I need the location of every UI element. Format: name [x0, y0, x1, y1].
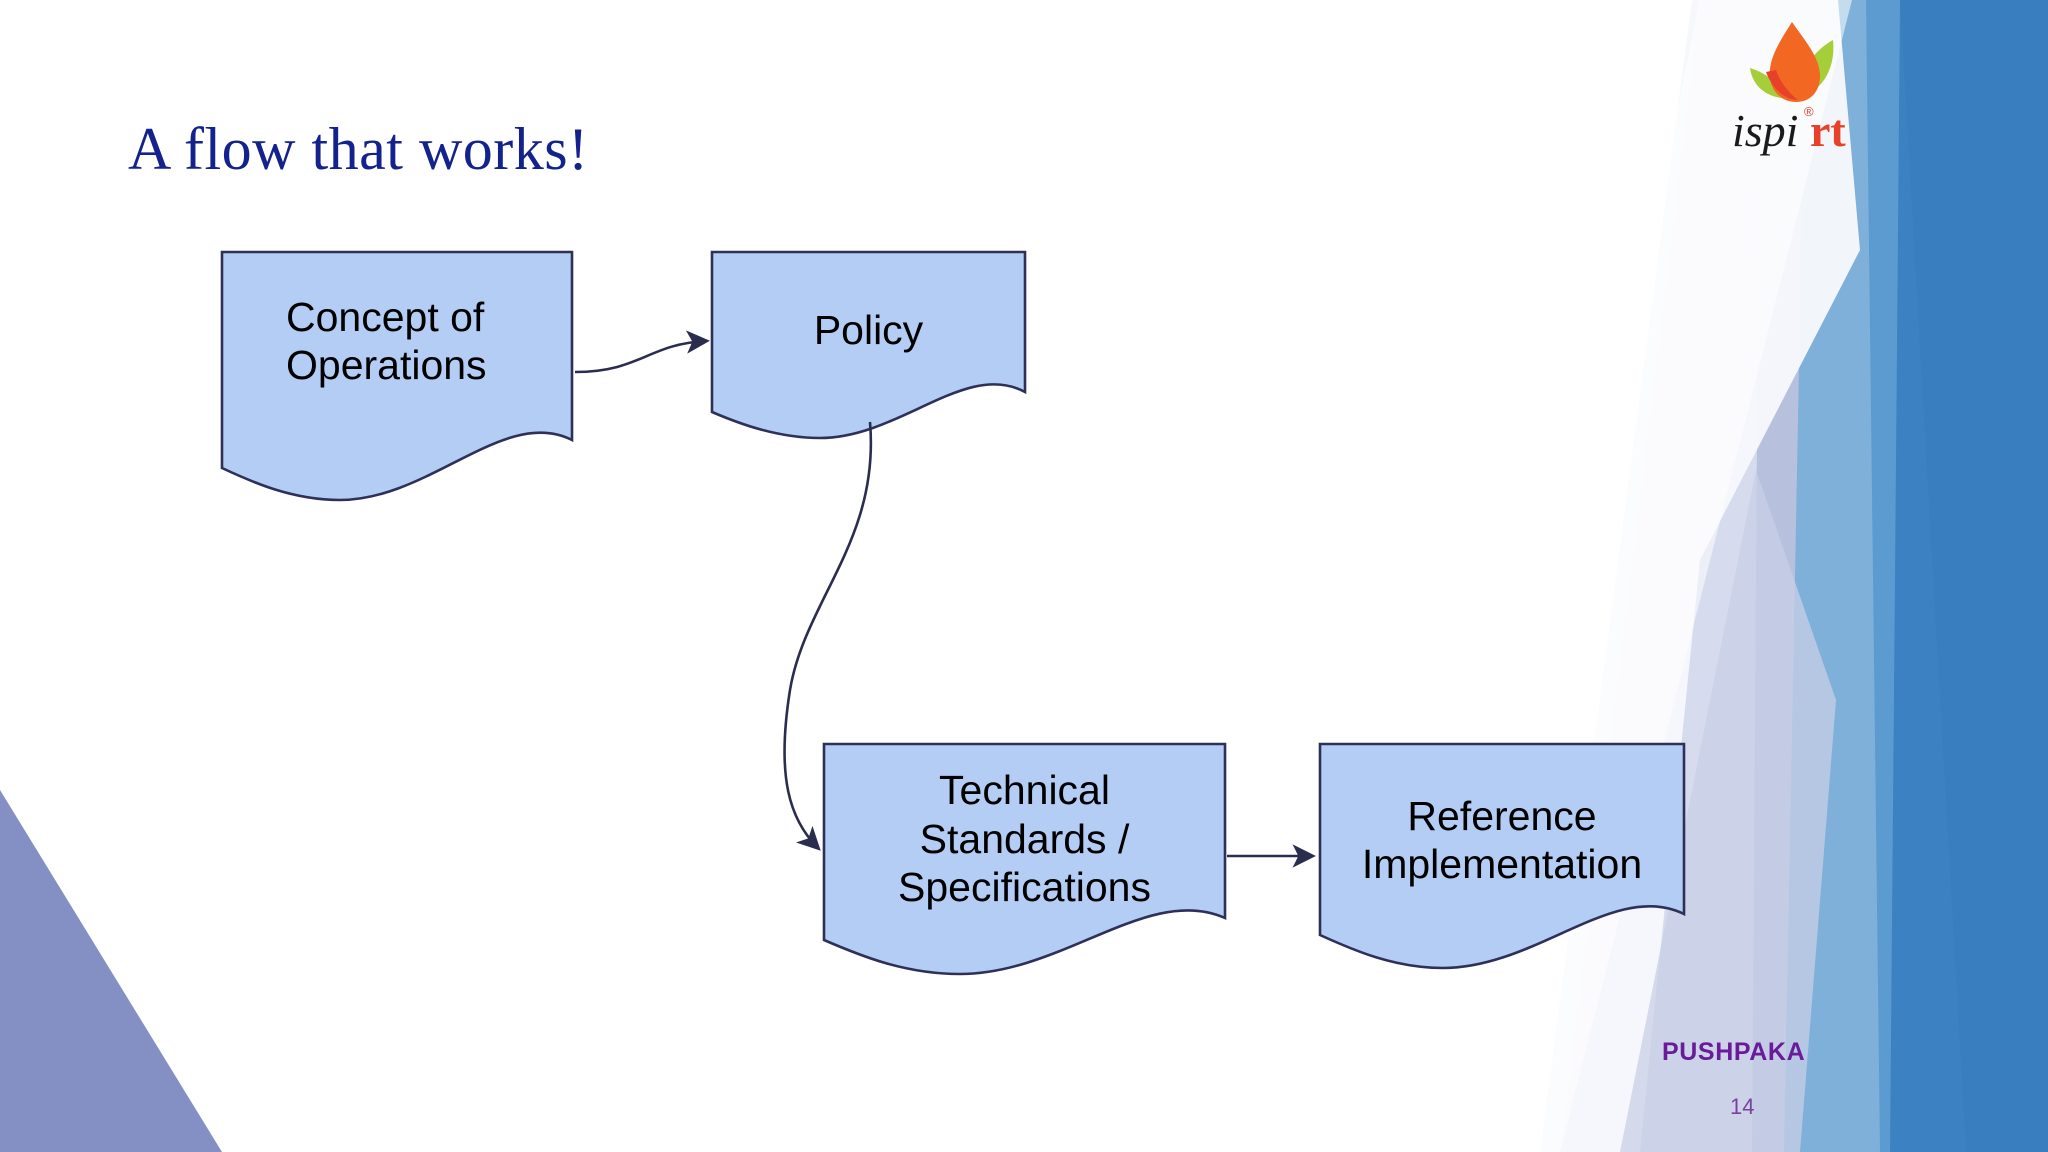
node-label-tech-line1: Technical: [939, 767, 1110, 814]
ispirt-wordmark-accent: rt: [1810, 105, 1846, 156]
node-label-policy-line1: Policy: [813, 306, 924, 353]
node-label-tech: Technical Standards / Specifications: [824, 754, 1225, 924]
node-label-refimpl: Reference Implementation: [1320, 780, 1684, 900]
node-refimpl[interactable]: [1318, 742, 1686, 970]
page-number: 14: [1730, 1094, 1755, 1119]
node-label-conops-line2: Operations: [286, 342, 487, 388]
node-tech[interactable]: [822, 742, 1227, 976]
ispirt-logo-mark: [1750, 22, 1834, 102]
ispirt-wordmark: ispi rt ®: [1726, 102, 1896, 160]
footer-brand-label: PUSHPAKA: [1662, 1038, 1806, 1066]
wedge-bottom-left: [0, 790, 222, 1152]
edge-policy-to-tech: [783, 421, 873, 851]
node-label-tech-line2: Standards /: [919, 815, 1130, 862]
node-label-policy: Policy: [712, 300, 1025, 360]
node-policy[interactable]: [710, 250, 1027, 440]
ispirt-logo: ispi rt ®: [1726, 10, 1896, 160]
node-label-refimpl-line2: Implementation: [1361, 841, 1643, 887]
node-label-refimpl-line1: Reference: [1407, 792, 1597, 839]
node-label-conops-line1: Concept of: [286, 293, 485, 340]
node-conops[interactable]: [220, 250, 574, 502]
logo-flame-red: [1766, 70, 1798, 100]
registered-mark-icon: ®: [1804, 104, 1814, 119]
band-deep-blue-upper: [1890, 0, 2048, 1152]
ispirt-wordmark-dark: ispi: [1732, 105, 1798, 156]
edge-conops-to-policy: [574, 330, 710, 374]
logo-flame-orange: [1769, 22, 1820, 102]
node-label-conops: Concept of Operations: [222, 286, 572, 396]
band-lavender-lower: [1620, 470, 1836, 1152]
page-title: A flow that works!: [128, 116, 589, 182]
node-label-tech-line3: Specifications: [898, 864, 1151, 911]
